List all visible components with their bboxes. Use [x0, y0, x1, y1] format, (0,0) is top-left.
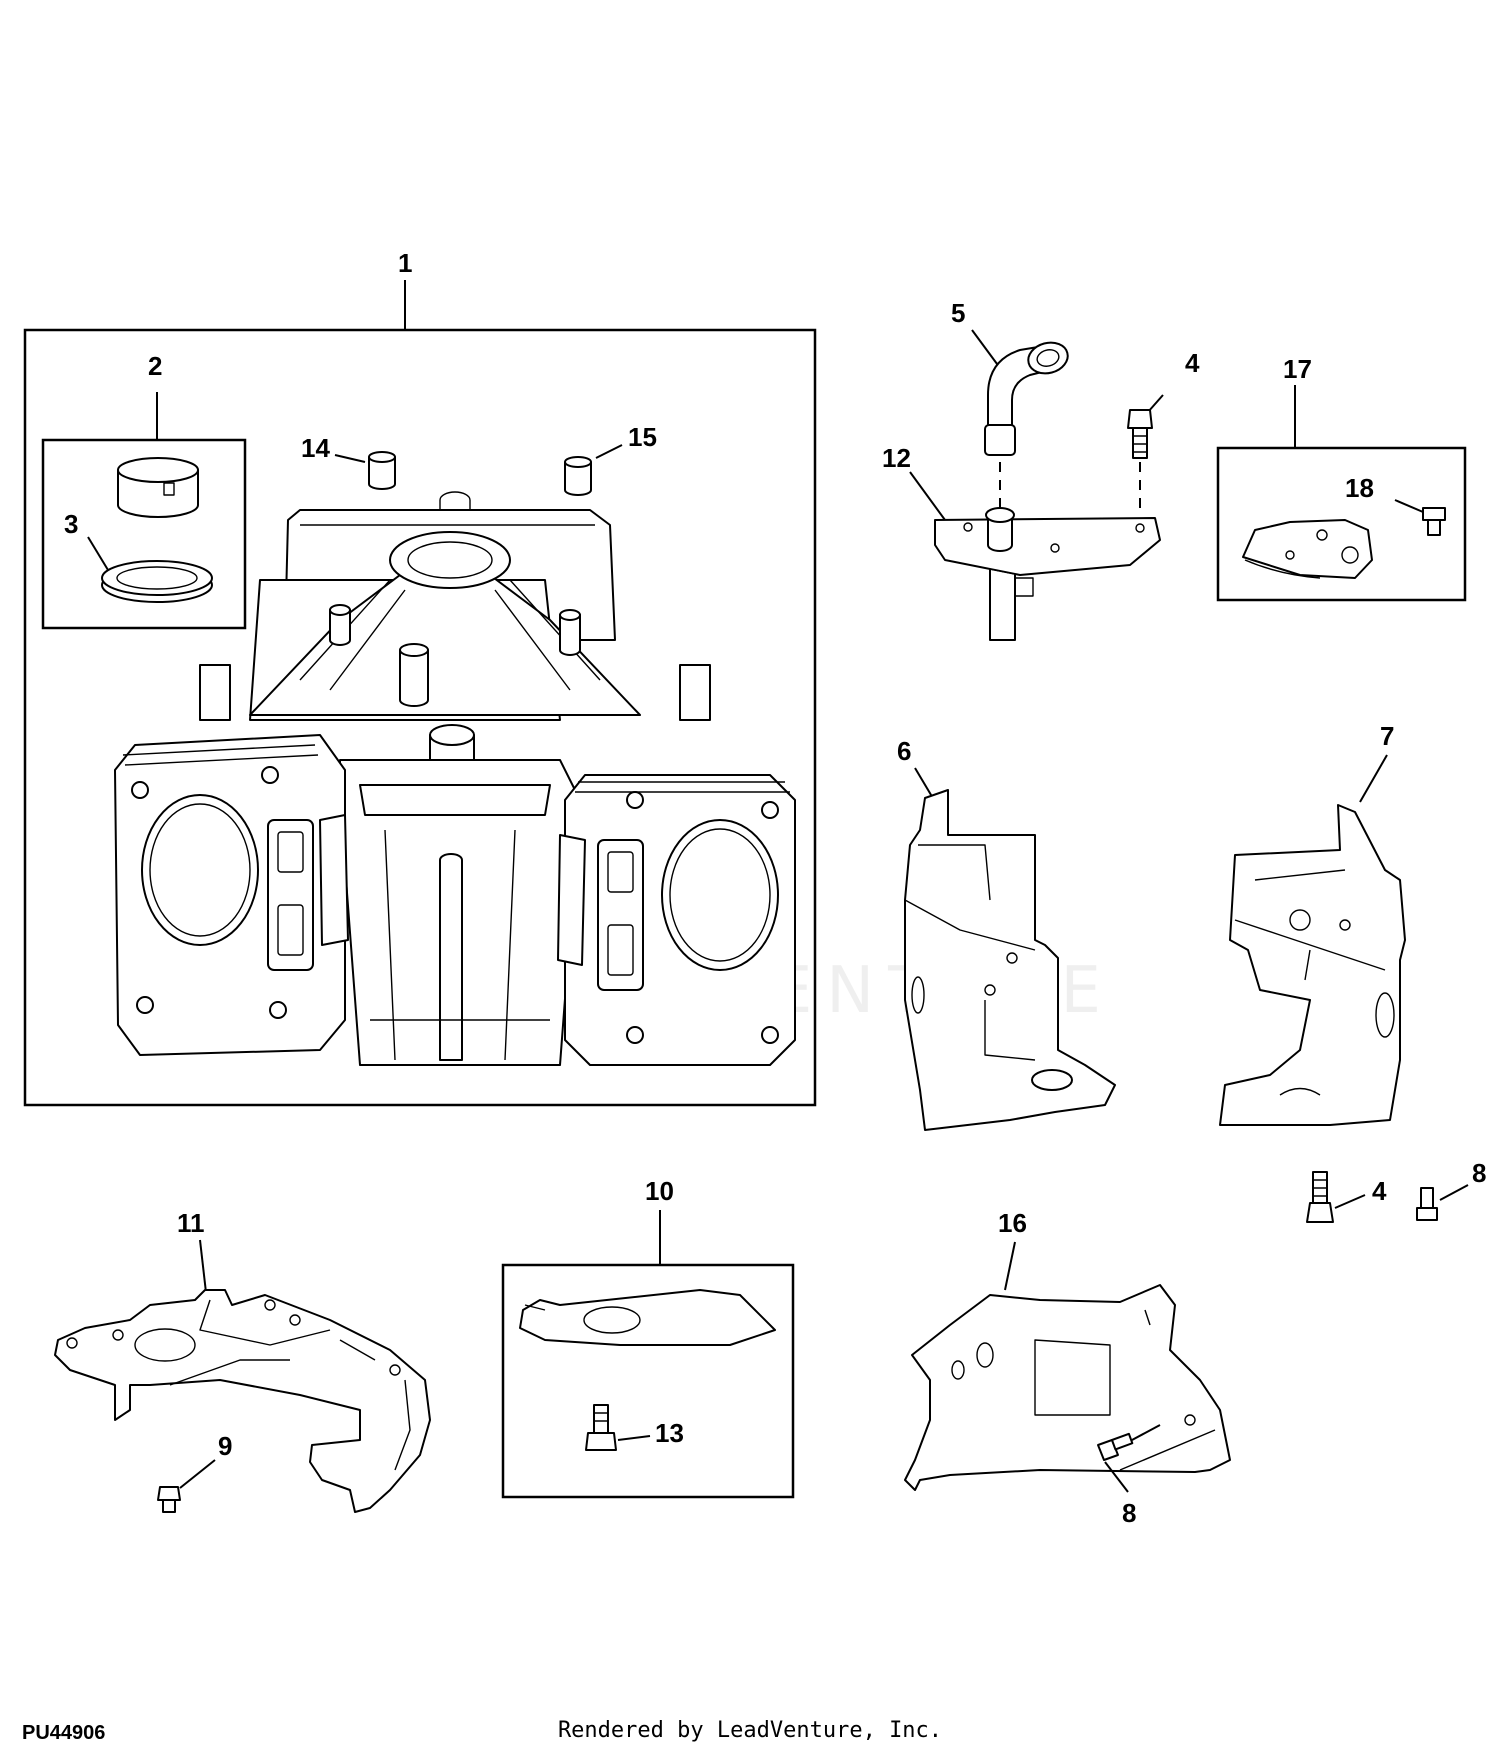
group-box-17	[1216, 446, 1467, 602]
dowel-pin-14[interactable]	[368, 451, 396, 490]
baffle-part-16[interactable]	[904, 1284, 1231, 1491]
group-box-10	[501, 1263, 795, 1499]
callout-12[interactable]: 12	[882, 443, 911, 473]
callout-6[interactable]: 6	[897, 736, 911, 766]
callout-8a[interactable]: 8	[1472, 1158, 1486, 1188]
screw-9[interactable]	[157, 1486, 181, 1513]
cylinder-shroud-6[interactable]	[904, 789, 1116, 1131]
screw-8-right[interactable]	[1416, 1187, 1438, 1221]
callout-7[interactable]: 7	[1380, 721, 1394, 751]
shim-plate-part[interactable]	[519, 1289, 776, 1346]
callout-18[interactable]: 18	[1345, 473, 1374, 503]
screw-18[interactable]	[1422, 507, 1446, 536]
callout-11[interactable]: 11	[177, 1208, 205, 1238]
diagram-reference-code: PU44906	[22, 1722, 106, 1744]
cylinder-block-part[interactable]	[114, 491, 796, 1066]
callout-1[interactable]: 1	[398, 248, 412, 278]
group-box-block	[23, 328, 817, 1107]
cover-plate-part[interactable]	[1242, 519, 1373, 579]
callout-15[interactable]: 15	[628, 422, 657, 452]
cylinder-shroud-7[interactable]	[1219, 804, 1406, 1126]
callout-3[interactable]: 3	[64, 509, 78, 539]
bearing-part[interactable]	[117, 457, 199, 518]
screw-8-bottom[interactable]	[1097, 1432, 1134, 1461]
callout-10[interactable]: 10	[645, 1176, 674, 1206]
callout-4a[interactable]: 4	[1185, 348, 1200, 378]
callout-17[interactable]: 17	[1283, 354, 1312, 384]
callout-13[interactable]: 13	[655, 1418, 684, 1448]
callout-5[interactable]: 5	[951, 298, 965, 328]
seal-part[interactable]	[101, 560, 213, 603]
callout-4b[interactable]: 4	[1372, 1176, 1387, 1206]
callout-8b[interactable]: 8	[1122, 1498, 1136, 1528]
dowel-pin-15[interactable]	[564, 456, 592, 496]
screw-13[interactable]	[585, 1404, 617, 1451]
screw-4-bottom[interactable]	[1306, 1171, 1334, 1223]
callout-16[interactable]: 16	[998, 1208, 1027, 1238]
breather-plate-part[interactable]	[934, 507, 1161, 641]
callout-9[interactable]: 9	[218, 1431, 232, 1461]
group-box-bearing	[41, 438, 247, 630]
render-credit-text: Rendered by LeadVenture, Inc.	[557, 1718, 943, 1743]
callout-2[interactable]: 2	[148, 351, 162, 381]
callout-14[interactable]: 14	[301, 433, 330, 463]
breather-tube-part[interactable]	[984, 338, 1071, 456]
screw-4-top[interactable]	[1127, 409, 1153, 459]
baffle-part-11[interactable]	[54, 1289, 431, 1513]
